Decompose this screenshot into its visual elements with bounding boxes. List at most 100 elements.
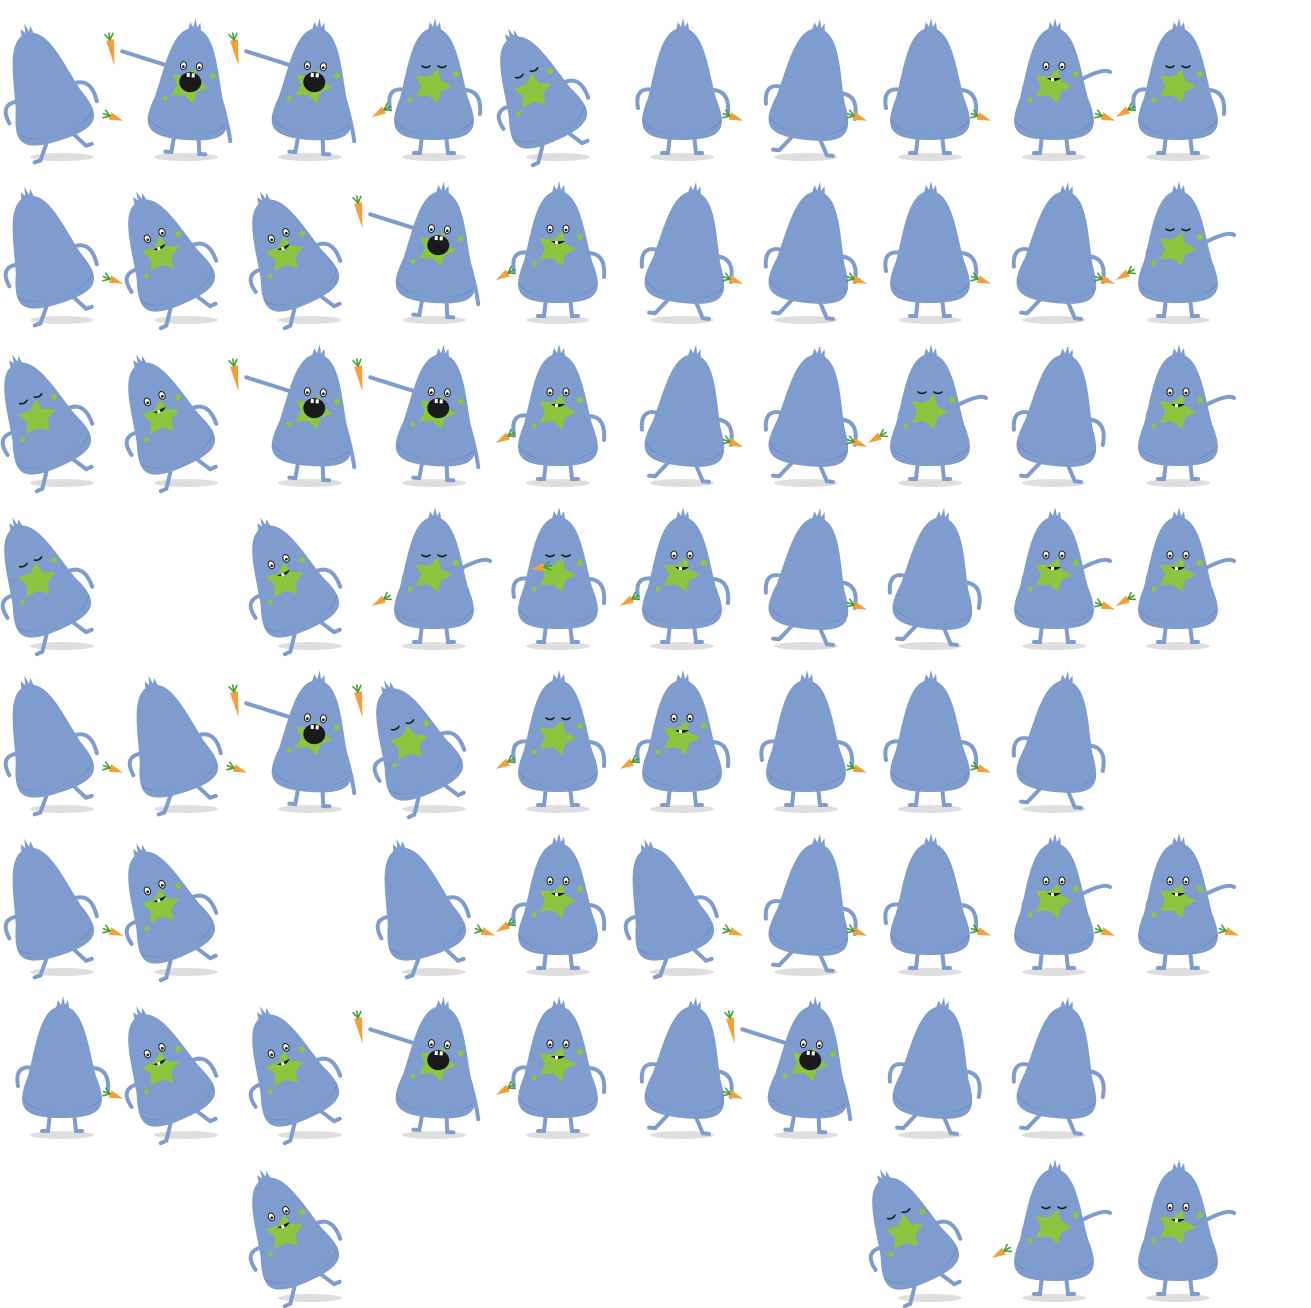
face — [1166, 1202, 1190, 1222]
tooth — [806, 1050, 810, 1056]
legs — [536, 622, 580, 644]
character-figure — [3, 675, 99, 817]
arms — [248, 1056, 343, 1109]
carrot-leaves — [970, 109, 979, 119]
carrot-icon — [228, 358, 239, 392]
splat-drop — [1197, 397, 1203, 403]
ground-shadow — [278, 316, 342, 324]
carrot-root — [991, 1247, 1006, 1258]
ground-shadow — [526, 316, 590, 324]
arms — [368, 1027, 481, 1122]
carrot-icon — [970, 761, 992, 773]
head-tuft — [811, 181, 825, 195]
splat-drop — [531, 260, 537, 266]
pupil — [672, 717, 676, 721]
head-tuft — [676, 507, 689, 519]
carrot-leaves — [104, 32, 114, 41]
ground-shadow — [30, 1131, 94, 1139]
tooth — [1175, 404, 1178, 407]
splat-drop — [299, 1209, 306, 1216]
character-sprite-r4-c5 — [511, 507, 607, 650]
splat-drop — [1027, 586, 1033, 592]
legs — [1019, 783, 1083, 810]
ground-shadow — [898, 805, 962, 813]
face — [143, 391, 166, 414]
carrot-root — [480, 927, 496, 936]
face — [421, 554, 447, 558]
character-figure — [1011, 344, 1106, 484]
tooth — [310, 72, 314, 78]
head-tuft — [20, 186, 34, 201]
head-tuft — [687, 996, 701, 1010]
tooth — [156, 246, 161, 251]
arms — [15, 1065, 111, 1094]
pupil — [1184, 880, 1188, 884]
face — [267, 1043, 290, 1066]
carrot-leaves — [102, 272, 111, 282]
tooth — [439, 236, 443, 241]
character-sprite-r2-c3 — [248, 191, 343, 331]
head-tuft — [428, 18, 441, 30]
face — [143, 1043, 166, 1066]
character-sprite-r1-c7 — [763, 18, 868, 161]
legs — [287, 132, 332, 157]
head-tuft — [676, 18, 689, 30]
face — [427, 387, 451, 419]
splat-drop — [829, 1050, 836, 1057]
body — [890, 191, 970, 303]
tooth — [280, 1224, 285, 1229]
splat-drop — [286, 95, 292, 101]
character-figure — [635, 18, 731, 155]
ground-shadow — [402, 316, 466, 324]
legs — [1156, 1274, 1200, 1296]
ground-shadow — [30, 805, 94, 813]
pupil — [688, 717, 692, 721]
legs — [895, 1109, 959, 1136]
character-sprite-r5-c9 — [1011, 670, 1106, 813]
closed-eyes — [514, 66, 539, 79]
arms — [1021, 1209, 1112, 1267]
tooth — [310, 724, 314, 730]
carrot-leaves — [543, 561, 552, 571]
tooth — [280, 572, 285, 577]
arms — [124, 241, 219, 294]
ground-shadow — [402, 153, 466, 161]
legs — [783, 1110, 828, 1135]
head-tuft — [1172, 18, 1185, 30]
splat-drop — [175, 883, 182, 890]
arms — [635, 576, 731, 605]
character-figure — [740, 996, 853, 1135]
arms — [368, 212, 481, 307]
character-figure — [639, 996, 734, 1136]
body — [644, 354, 725, 467]
closed-eyes — [18, 555, 43, 568]
ground-shadow — [402, 479, 466, 487]
carrot-icon — [1218, 924, 1240, 936]
character-figure — [1011, 996, 1106, 1136]
carrot-leaves — [226, 761, 235, 771]
carrot-root — [232, 764, 248, 773]
splat-drop — [144, 436, 150, 442]
carrot-root — [728, 438, 744, 447]
arms — [124, 1056, 219, 1109]
carrot-root — [495, 1084, 510, 1095]
character-figure — [496, 28, 591, 168]
carrot-leaves — [507, 1080, 516, 1090]
body — [768, 843, 849, 956]
carrot-leaves — [383, 102, 392, 112]
ground-shadow — [30, 642, 94, 650]
carrot-leaves — [722, 272, 731, 282]
splat-drop — [162, 95, 168, 101]
character-sprite-r7-c4 — [352, 996, 481, 1139]
carrot-root — [619, 758, 634, 769]
head-tuft — [811, 507, 825, 521]
splat-drop — [949, 397, 955, 403]
body — [22, 1006, 102, 1118]
carrot-icon — [722, 109, 744, 121]
carrot-leaves — [722, 435, 731, 445]
carrot-leaves — [1218, 924, 1227, 934]
carrot-root — [371, 106, 386, 117]
head-tuft — [1059, 996, 1073, 1010]
character-figure — [387, 18, 483, 155]
carrot-leaves — [1094, 109, 1103, 119]
